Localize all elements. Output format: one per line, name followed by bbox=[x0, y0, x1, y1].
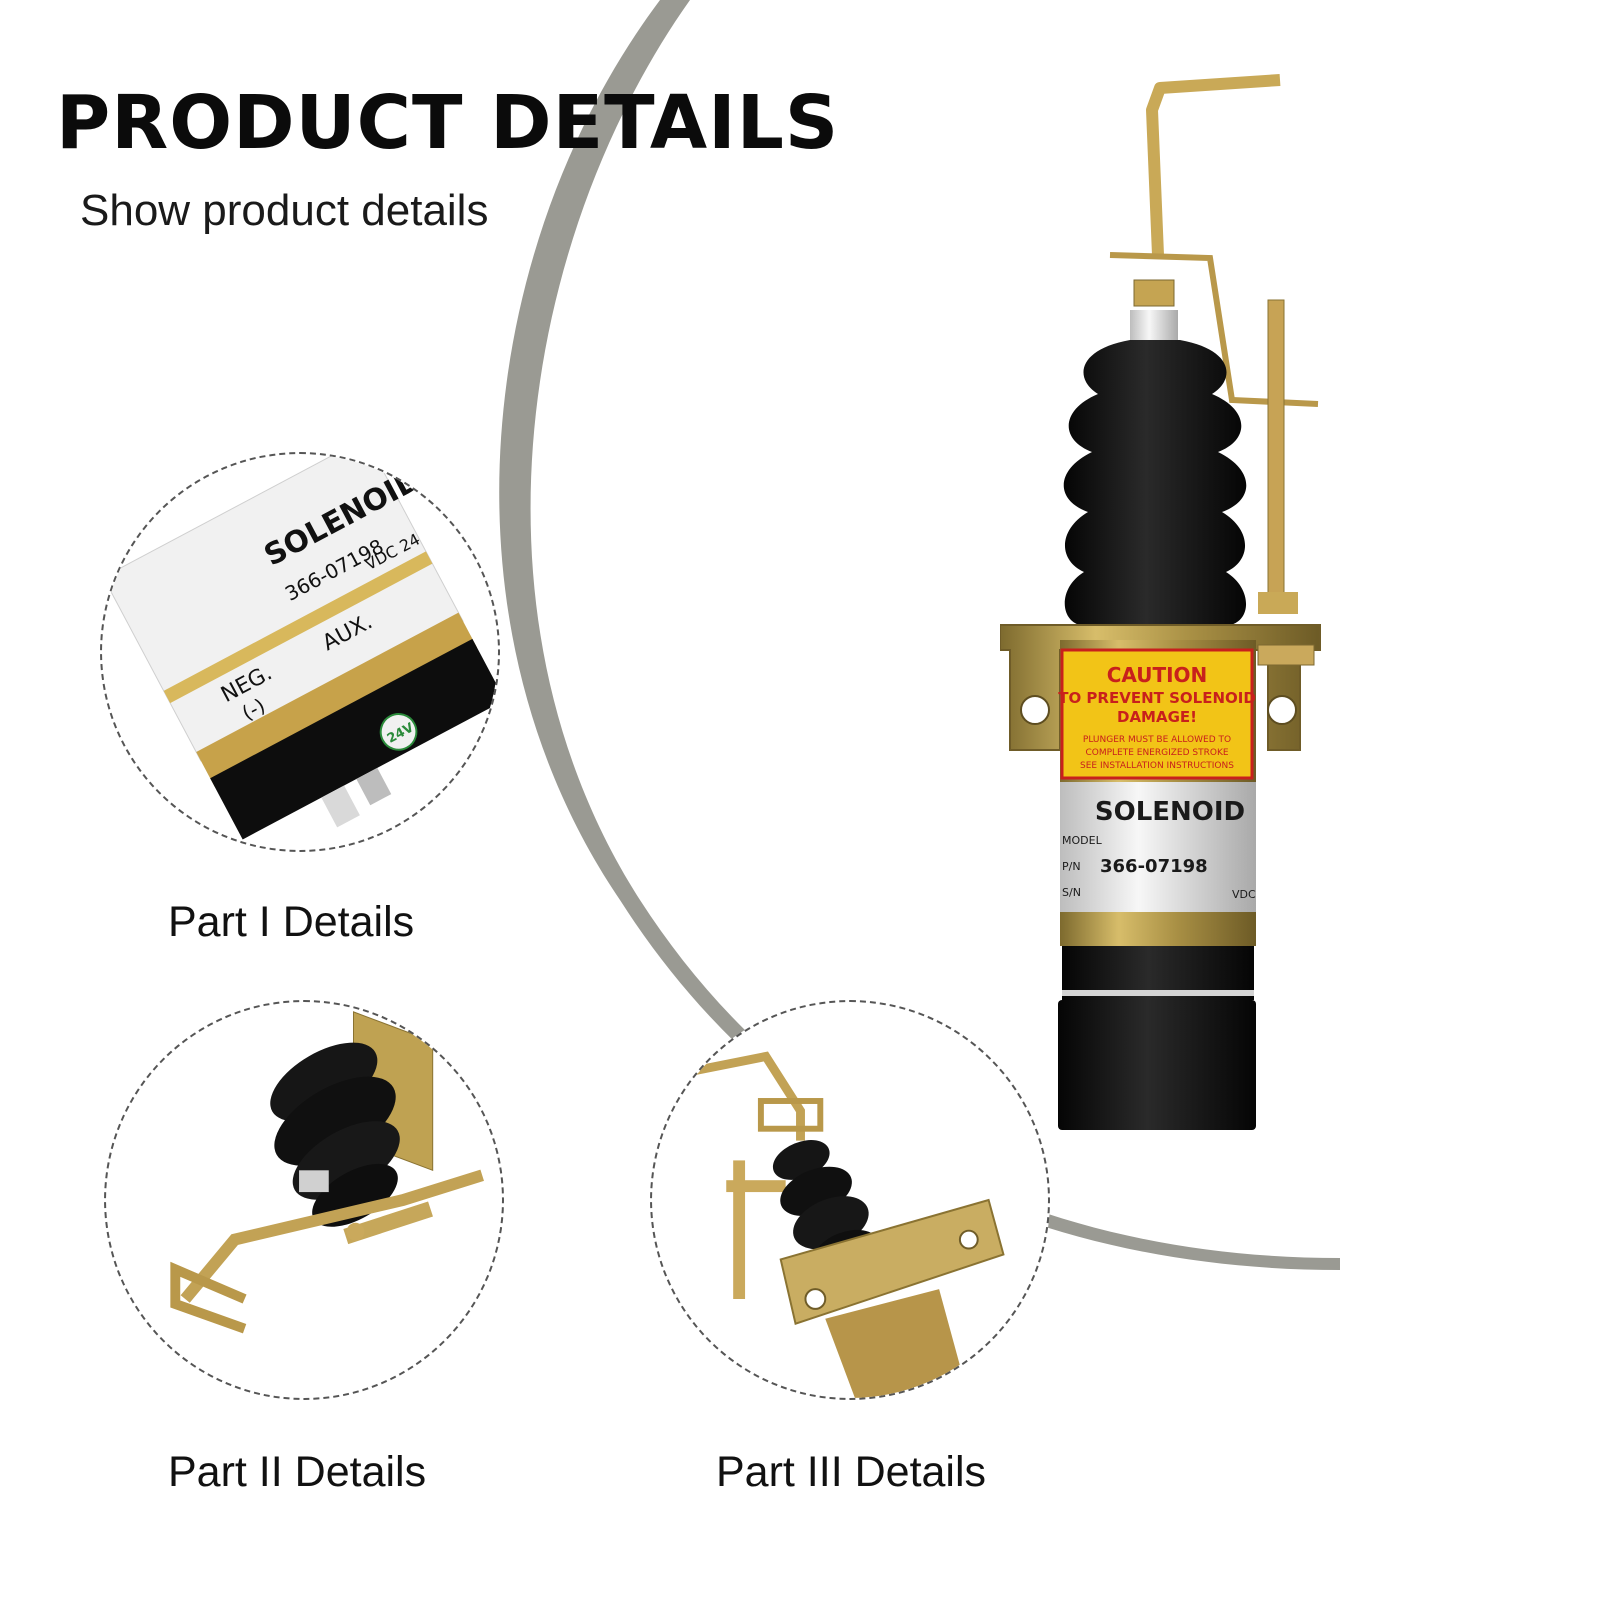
page-title: PRODUCT DETAILS bbox=[56, 80, 840, 166]
vdc-label: VDC bbox=[1232, 888, 1256, 901]
caption-part-3: Part III Details bbox=[716, 1448, 987, 1496]
solenoid-illustration: CAUTION TO PREVENT SOLENOID DAMAGE! PLUN… bbox=[1000, 74, 1321, 1130]
model-label: MODEL bbox=[1062, 834, 1103, 847]
part-1-closeup-illustration: SOLENOID 366-07198 NEG. (-) AUX. VDC 24 … bbox=[102, 454, 498, 840]
arc-shape bbox=[499, 0, 1340, 1270]
page-subtitle: Show product details bbox=[80, 186, 489, 235]
sn-label: S/N bbox=[1062, 886, 1081, 899]
detail-circle-part-1: SOLENOID 366-07198 NEG. (-) AUX. VDC 24 … bbox=[100, 452, 500, 852]
product-part-number: 366-07198 bbox=[1100, 856, 1208, 877]
caution-small-1: PLUNGER MUST BE ALLOWED TO bbox=[1083, 735, 1231, 745]
pn-label: P/N bbox=[1062, 860, 1081, 873]
part-3-closeup-illustration bbox=[690, 1051, 1005, 1398]
caution-line-1: TO PREVENT SOLENOID bbox=[1058, 689, 1256, 707]
detail-circle-part-3 bbox=[650, 1000, 1050, 1400]
caution-small-2: COMPLETE ENERGIZED STROKE bbox=[1085, 748, 1228, 758]
detail-circle-part-2 bbox=[104, 1000, 504, 1400]
part-2-closeup-illustration bbox=[170, 1011, 484, 1334]
caption-part-1: Part I Details bbox=[168, 898, 415, 946]
product-brand-text: SOLENOID bbox=[1095, 797, 1245, 827]
caption-part-2: Part II Details bbox=[168, 1448, 427, 1496]
caution-line-2: DAMAGE! bbox=[1117, 708, 1197, 726]
caution-title: CAUTION bbox=[1107, 663, 1208, 687]
main-product-image: CAUTION TO PREVENT SOLENOID DAMAGE! PLUN… bbox=[1000, 60, 1400, 1180]
caution-small-3: SEE INSTALLATION INSTRUCTIONS bbox=[1080, 761, 1234, 771]
